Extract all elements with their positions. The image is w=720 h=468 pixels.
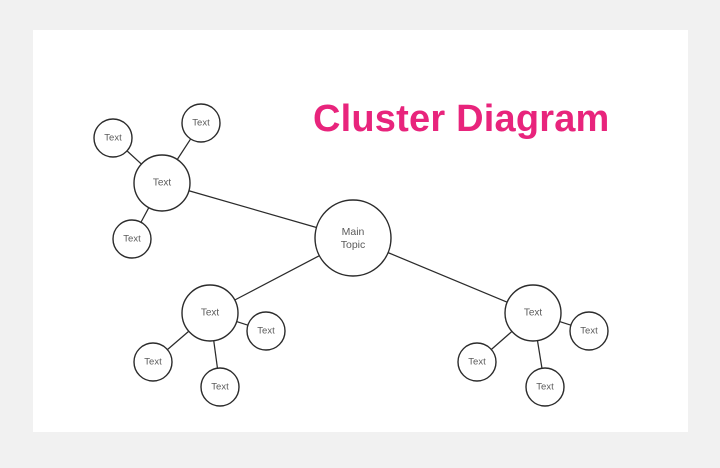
- edge-hub-top-left-to-leaf-tl-left: [126, 150, 142, 165]
- node-circle-leaf-br-right[interactable]: [569, 311, 609, 351]
- edge-hub-top-left-to-leaf-tl-top: [176, 138, 192, 160]
- node-circle-hub-top-left[interactable]: [133, 154, 191, 212]
- node-leaf-bl-bottom[interactable]: Text: [200, 367, 240, 407]
- edge-main-topic-to-hub-bottom-right: [387, 252, 508, 303]
- node-circle-leaf-tl-bottom[interactable]: [112, 219, 152, 259]
- edge-layer: [126, 138, 572, 369]
- node-hub-bottom-right[interactable]: Text: [504, 284, 562, 342]
- node-leaf-bl-right[interactable]: Text: [246, 311, 286, 351]
- edge-hub-bottom-left-to-leaf-bl-left: [167, 330, 190, 351]
- node-circle-leaf-tl-top[interactable]: [181, 103, 221, 143]
- node-circle-hub-bottom-right[interactable]: [504, 284, 562, 342]
- edge-hub-bottom-right-to-leaf-br-right: [559, 320, 572, 326]
- node-leaf-br-bottom[interactable]: Text: [525, 367, 565, 407]
- node-circle-leaf-bl-left[interactable]: [133, 342, 173, 382]
- node-label-leaf-br-left: Text: [468, 357, 486, 368]
- node-label-leaf-tl-top: Text: [192, 118, 210, 129]
- node-label-hub-bottom-left: Text: [201, 308, 220, 319]
- node-leaf-br-left[interactable]: Text: [457, 342, 497, 382]
- node-label-leaf-bl-bottom: Text: [211, 382, 229, 393]
- node-hub-top-left[interactable]: Text: [133, 154, 191, 212]
- node-leaf-bl-left[interactable]: Text: [133, 342, 173, 382]
- node-label-leaf-br-right: Text: [580, 326, 598, 337]
- edge-main-topic-to-hub-top-left: [188, 190, 317, 229]
- node-label-hub-top-left: Text: [153, 178, 172, 189]
- edge-hub-bottom-left-to-leaf-bl-bottom: [213, 340, 219, 369]
- node-circle-leaf-bl-bottom[interactable]: [200, 367, 240, 407]
- node-label-leaf-tl-bottom: Text: [123, 234, 141, 245]
- node-circle-main-topic[interactable]: [314, 199, 392, 277]
- node-label-leaf-bl-right: Text: [257, 326, 275, 337]
- edge-hub-top-left-to-leaf-tl-bottom: [140, 207, 150, 223]
- node-label-leaf-bl-left: Text: [144, 357, 162, 368]
- node-leaf-tl-top[interactable]: Text: [181, 103, 221, 143]
- node-circle-hub-bottom-left[interactable]: [181, 284, 239, 342]
- node-leaf-tl-bottom[interactable]: Text: [112, 219, 152, 259]
- node-leaf-tl-left[interactable]: Text: [93, 118, 133, 158]
- node-label-hub-bottom-right: Text: [524, 308, 543, 319]
- node-hub-bottom-left[interactable]: Text: [181, 284, 239, 342]
- node-circle-leaf-bl-right[interactable]: [246, 311, 286, 351]
- node-label-leaf-br-bottom: Text: [536, 382, 554, 393]
- edge-hub-bottom-right-to-leaf-br-bottom: [536, 340, 543, 369]
- node-circle-leaf-br-bottom[interactable]: [525, 367, 565, 407]
- edge-hub-bottom-left-to-leaf-bl-right: [236, 320, 249, 326]
- page-title: Cluster Diagram: [313, 98, 610, 140]
- node-leaf-br-right[interactable]: Text: [569, 311, 609, 351]
- node-circle-leaf-tl-left[interactable]: [93, 118, 133, 158]
- node-label-leaf-tl-left: Text: [104, 133, 122, 144]
- edge-hub-bottom-right-to-leaf-br-left: [490, 330, 513, 350]
- node-layer: TextTextTextTextTextTextTextTextTextText…: [93, 103, 609, 407]
- node-circle-leaf-br-left[interactable]: [457, 342, 497, 382]
- edge-main-topic-to-hub-bottom-left: [234, 255, 320, 301]
